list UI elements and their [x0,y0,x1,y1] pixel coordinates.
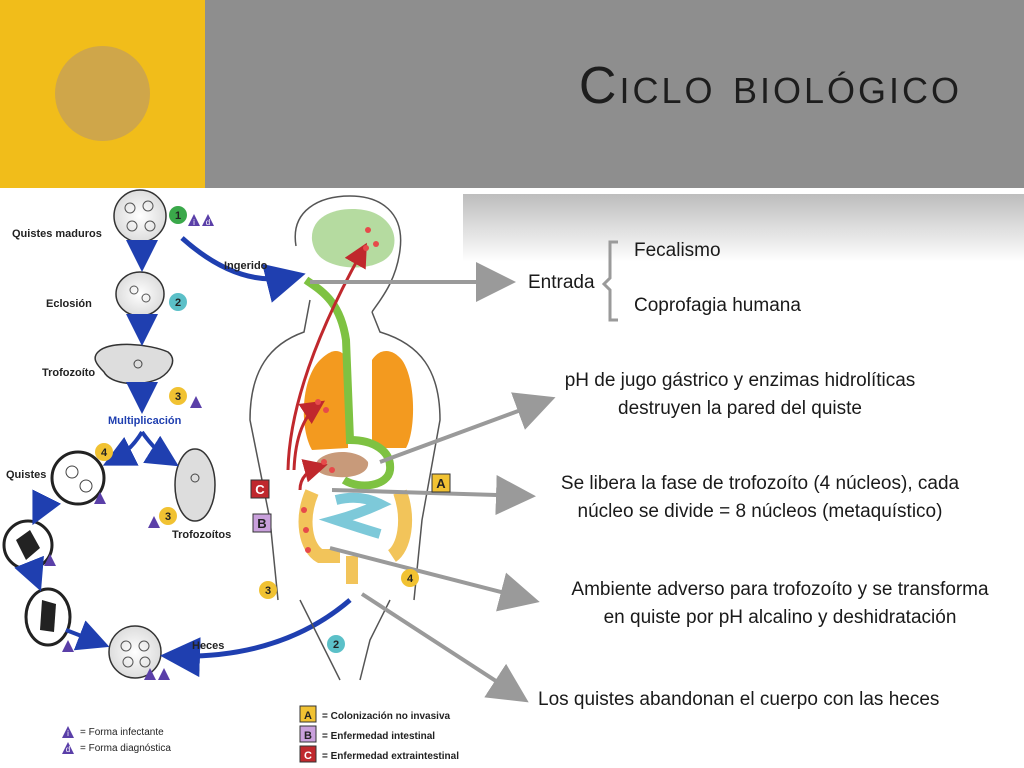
note-trophozoite: Se libera la fase de trofozoíto (4 núcle… [530,470,990,526]
arrow-ingested [180,236,306,303]
label-trophozoites: Trofozoítos [172,529,231,541]
liver-organ [315,451,369,478]
svg-text:2: 2 [175,297,181,309]
arrow-meta-feces [65,620,110,651]
cyst-in-feces [108,625,162,679]
svg-text:= Forma diagnóstica: = Forma diagnóstica [80,743,171,754]
arrow-colon [331,475,536,516]
note-exit: Los quistes abandonan el cuerpo con las … [538,689,940,710]
cyst-excysting [115,271,165,317]
svg-text:1: 1 [175,210,181,222]
small-intestine [318,492,392,539]
arrow-precyst-meta [14,555,44,592]
step-badge-3c: 3 [259,581,277,599]
note-trophozoite-line1: Se libera la fase de trofozoíto (4 núcle… [560,473,960,494]
legend-forms: i = Forma infectante d = Forma diagnósti… [62,726,171,754]
label-ingested: Ingerido [224,260,268,272]
svg-text:A: A [436,476,446,491]
svg-text:3: 3 [265,585,271,597]
badge-i: i [193,218,195,227]
label-multiplication: Multiplicación [108,415,182,427]
step-badge-4b: 4 [401,569,419,587]
arrow-feces [160,598,352,678]
header-circle [55,46,150,141]
step-badge-1: 1 [169,206,187,224]
arrow-to-liver [298,459,328,491]
step-badge-3b: 3 [159,507,177,525]
site-marker-b: B [252,513,272,533]
brain-organ [311,209,395,268]
cyst-cell [50,450,106,506]
svg-text:A: A [304,710,312,722]
note-transform: Ambiente adverso para trofozoíto y se tr… [540,576,1020,632]
step-badge-2b: 2 [327,635,345,653]
label-excystation: Eclosión [46,298,92,310]
entry-item-fecalism: Fecalismo [634,240,721,261]
entry-item-coprophagy: Coprofagia humana [634,295,801,316]
svg-text:3: 3 [165,511,171,523]
arrow-stomach [379,392,556,464]
svg-text:B: B [257,516,266,531]
label-cysts: Quistes [6,469,46,481]
legend-diseases: A = Colonización no invasiva B = Enferme… [299,705,459,763]
arrow-exit [360,592,529,703]
svg-text:d: d [66,745,70,754]
arrow-to-lung [292,400,325,471]
svg-text:2: 2 [333,639,339,651]
site-marker-c: C [250,479,270,499]
svg-text:= Enfermedad extraintestinal: = Enfermedad extraintestinal [322,751,459,762]
left-lung [303,350,348,450]
note-gastric-line2: destruyen la pared del quiste [618,398,862,419]
label-mature-cysts: Quistes maduros [12,228,102,240]
page-title: Ciclo biológico [578,57,962,115]
step-badge-4: 4 [95,443,113,461]
svg-text:B: B [304,730,312,742]
svg-text:C: C [304,750,312,762]
note-transform-line1: Ambiente adverso para trofozoíto y se tr… [571,579,989,600]
right-lung [372,351,414,448]
arrow-cyst-precyst [32,489,62,526]
human-body-outline [249,195,441,681]
trophozoite-cell [94,343,174,385]
note-gastric-line1: pH de jugo gástrico y enzimas hidrolític… [564,370,916,391]
cyst-mature [113,189,167,243]
digestive-tract [303,276,395,490]
svg-text:= Forma infectante: = Forma infectante [80,727,164,738]
arrow-to-trophs [140,430,179,467]
svg-text:= Enfermedad intestinal: = Enfermedad intestinal [322,731,435,742]
note-gastric: pH de jugo gástrico y enzimas hidrolític… [530,367,950,423]
fade-band [463,194,1024,262]
cyst-metacyst [24,587,72,647]
large-intestine [298,489,413,563]
arrow-to-cyst [102,430,144,466]
step-badge-2: 2 [169,293,187,311]
label-feces: Heces [192,640,224,652]
arrow-transform [329,546,540,612]
label-trophozoite: Trofozoíto [42,367,95,379]
svg-text:4: 4 [407,573,414,585]
svg-text:3: 3 [175,391,181,403]
stage-triangle-badges [44,214,214,680]
cyst-precyst [2,519,54,571]
entry-brace [601,240,618,322]
svg-text:i: i [67,729,69,738]
svg-text:= Colonización no invasiva: = Colonización no invasiva [322,711,451,722]
note-transform-line2: en quiste por pH alcalino y deshidrataci… [603,607,957,628]
site-marker-a: A [431,473,451,493]
svg-text:C: C [255,482,265,497]
badge-d: d [206,218,210,227]
trophozoites-cell [174,448,216,522]
step-badge-3: 3 [169,387,187,405]
header-bar [205,0,1024,188]
entry-label: Entrada [528,272,595,293]
infection-dots [301,227,379,553]
note-trophozoite-line2: núcleo se divide = 8 núcleos (metaquísti… [577,501,943,522]
svg-text:4: 4 [101,447,108,459]
